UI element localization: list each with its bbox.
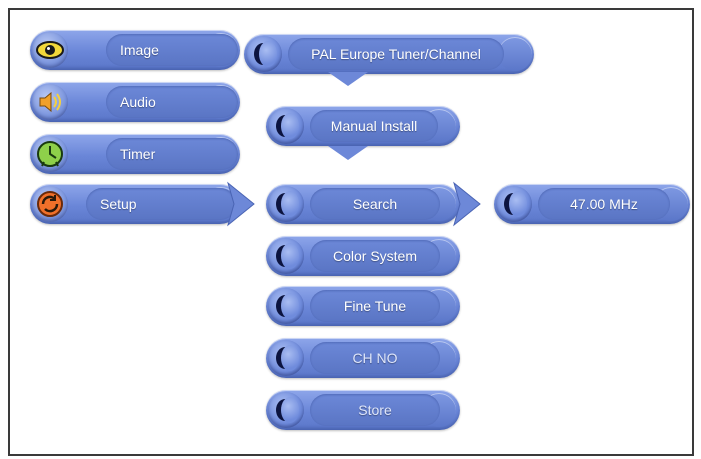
moon-icon bbox=[268, 340, 304, 376]
chevron-right-icon bbox=[227, 181, 255, 227]
moon-icon bbox=[268, 186, 304, 222]
main-menu-item-label: Setup bbox=[86, 188, 236, 220]
submenu-item-store[interactable]: Store bbox=[266, 390, 460, 430]
moon-icon bbox=[268, 238, 304, 274]
clock-icon bbox=[32, 136, 68, 172]
tuner-channel-menu[interactable]: PAL Europe Tuner/Channel bbox=[244, 34, 534, 74]
setup-icon bbox=[32, 186, 68, 222]
moon-icon bbox=[268, 392, 304, 428]
main-menu-item-label: Image bbox=[106, 34, 238, 66]
frequency-label: 47.00 MHz bbox=[538, 188, 670, 220]
main-menu-item-setup[interactable]: Setup bbox=[30, 184, 240, 224]
submenu-item-label: CH NO bbox=[310, 342, 440, 374]
down-arrow-icon bbox=[328, 146, 368, 160]
submenu-item-color-system[interactable]: Color System bbox=[266, 236, 460, 276]
submenu-item-label: Color System bbox=[310, 240, 440, 272]
main-menu-item-label: Timer bbox=[106, 138, 238, 170]
submenu-item-search[interactable]: Search bbox=[266, 184, 460, 224]
moon-icon bbox=[268, 108, 304, 144]
submenu-item-fine-tune[interactable]: Fine Tune bbox=[266, 286, 460, 326]
screen-frame: Image Audio Timer bbox=[8, 8, 694, 456]
moon-icon bbox=[268, 288, 304, 324]
submenu-item-ch-no[interactable]: CH NO bbox=[266, 338, 460, 378]
main-menu-item-audio[interactable]: Audio bbox=[30, 82, 240, 122]
main-menu-item-label: Audio bbox=[106, 86, 238, 118]
submenu-item-label: Fine Tune bbox=[310, 290, 440, 322]
chevron-right-icon bbox=[453, 181, 481, 227]
tuner-channel-label: PAL Europe Tuner/Channel bbox=[288, 38, 504, 70]
main-menu-item-timer[interactable]: Timer bbox=[30, 134, 240, 174]
manual-install-label: Manual Install bbox=[310, 110, 438, 142]
submenu-item-label: Store bbox=[310, 394, 440, 426]
main-menu-item-image[interactable]: Image bbox=[30, 30, 240, 70]
moon-icon bbox=[496, 186, 532, 222]
eye-icon bbox=[32, 32, 68, 68]
search-frequency-value[interactable]: 47.00 MHz bbox=[494, 184, 690, 224]
speaker-icon bbox=[32, 84, 68, 120]
down-arrow-icon bbox=[328, 72, 368, 86]
moon-icon bbox=[246, 36, 282, 72]
manual-install-menu[interactable]: Manual Install bbox=[266, 106, 460, 146]
submenu-item-label: Search bbox=[310, 188, 440, 220]
